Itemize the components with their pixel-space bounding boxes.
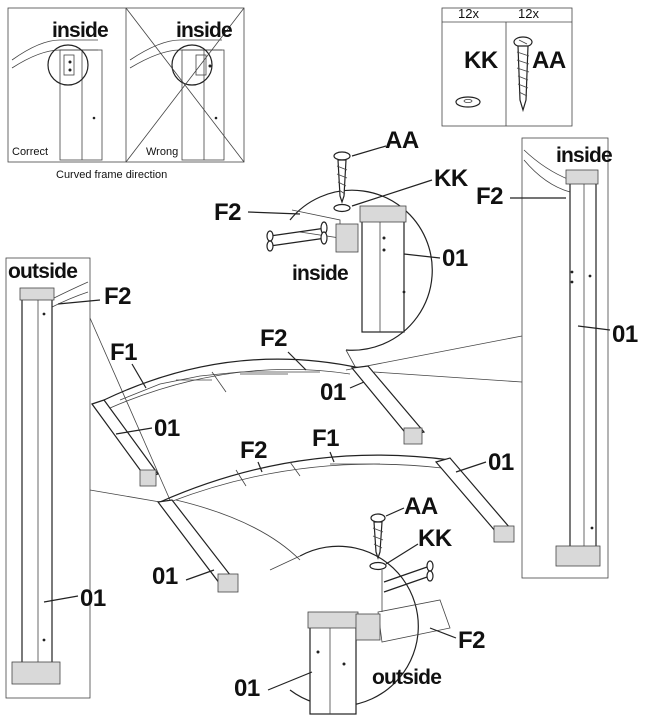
left-post-01	[21, 291, 53, 671]
aa-quantity: 12x	[518, 6, 539, 21]
lower-f2-label: F2	[240, 437, 267, 464]
bottom-aa-screw-icon	[370, 513, 386, 560]
top-kk-label: KK	[434, 165, 469, 192]
upper-f1-label: F1	[110, 339, 137, 366]
correct-label: Correct	[12, 146, 48, 158]
hardware-box-border	[441, 7, 573, 127]
right-inside-label: inside	[556, 144, 612, 167]
left-post-foot	[11, 661, 61, 685]
correct-panel: inside Correct	[11, 19, 109, 161]
upper-right-leg	[350, 365, 426, 445]
upper-frame: F1 F2 01 01	[91, 325, 426, 487]
screw-icon	[513, 36, 533, 113]
bottom-f2-label: F2	[458, 627, 485, 654]
right-f2-label: F2	[476, 183, 503, 210]
wrong-inside-label: inside	[176, 19, 232, 42]
upper-left-leg	[91, 399, 159, 487]
right-post-panel: inside F2 01	[476, 137, 638, 579]
top-kk-washer-icon	[333, 203, 351, 213]
right-post-foot	[555, 545, 601, 567]
bottom-outside-label: outside	[372, 666, 441, 689]
lower-frame-arc-outer	[159, 454, 451, 503]
right-post-border	[521, 137, 609, 579]
bottom-detail-post	[309, 617, 357, 715]
bottom-kk-label: KK	[418, 525, 453, 552]
lower-right-01-label: 01	[488, 449, 514, 476]
aa-label: AA	[532, 47, 566, 74]
right-post-01	[569, 175, 597, 555]
correct-zoom-circle	[47, 44, 89, 86]
kk-quantity: 12x	[458, 6, 479, 21]
upper-f2-label: F2	[260, 325, 287, 352]
top-detail-post	[361, 211, 405, 333]
upper-right-01-label: 01	[320, 379, 346, 406]
bottom-aa-label: AA	[404, 493, 438, 520]
direction-box: inside Correct inside Wrong Curved frame…	[7, 7, 245, 181]
top-aa-screw-icon	[333, 151, 351, 204]
wrong-zoom-circle	[171, 44, 213, 86]
correct-inside-label: inside	[52, 19, 108, 42]
direction-caption: Curved frame direction	[56, 169, 167, 181]
lower-left-leg	[156, 499, 239, 593]
top-inside-label: inside	[292, 262, 348, 285]
bottom-kk-washer-icon	[369, 561, 387, 571]
bottom-side-bolts-icon	[383, 560, 434, 593]
bottom-01-label: 01	[234, 675, 260, 702]
upper-frame-arc-outer	[103, 358, 361, 401]
top-f2-label: F2	[214, 199, 241, 226]
bottom-detail: AA KK F2 outside 01	[175, 493, 486, 715]
top-01-label: 01	[442, 245, 468, 272]
left-post-panel: outside F2 01	[5, 257, 132, 699]
top-aa-label: AA	[385, 127, 419, 154]
right-01-label: 01	[612, 321, 638, 348]
lower-f1-label: F1	[312, 425, 339, 452]
guide-lines	[89, 317, 523, 503]
lower-right-leg	[434, 457, 515, 543]
washer-icon	[455, 96, 481, 108]
left-01-label: 01	[80, 585, 106, 612]
kk-label: KK	[464, 47, 499, 74]
upper-left-01-label: 01	[154, 415, 180, 442]
top-detail: AA KK F2 inside 01	[214, 127, 469, 373]
left-outside-label: outside	[8, 260, 77, 283]
left-f2-label: F2	[104, 283, 131, 310]
top-side-bolts-icon	[266, 221, 328, 252]
left-post-border	[5, 257, 91, 699]
wrong-cross-line-2	[125, 7, 245, 163]
lower-frame: F2 F1 01 01	[152, 425, 515, 593]
top-detail-circle	[289, 189, 433, 351]
hardware-box: 12x 12x KK AA	[441, 6, 573, 127]
wrong-label: Wrong	[146, 146, 178, 158]
lower-left-01-label: 01	[152, 563, 178, 590]
wrong-panel: inside Wrong	[125, 7, 245, 163]
